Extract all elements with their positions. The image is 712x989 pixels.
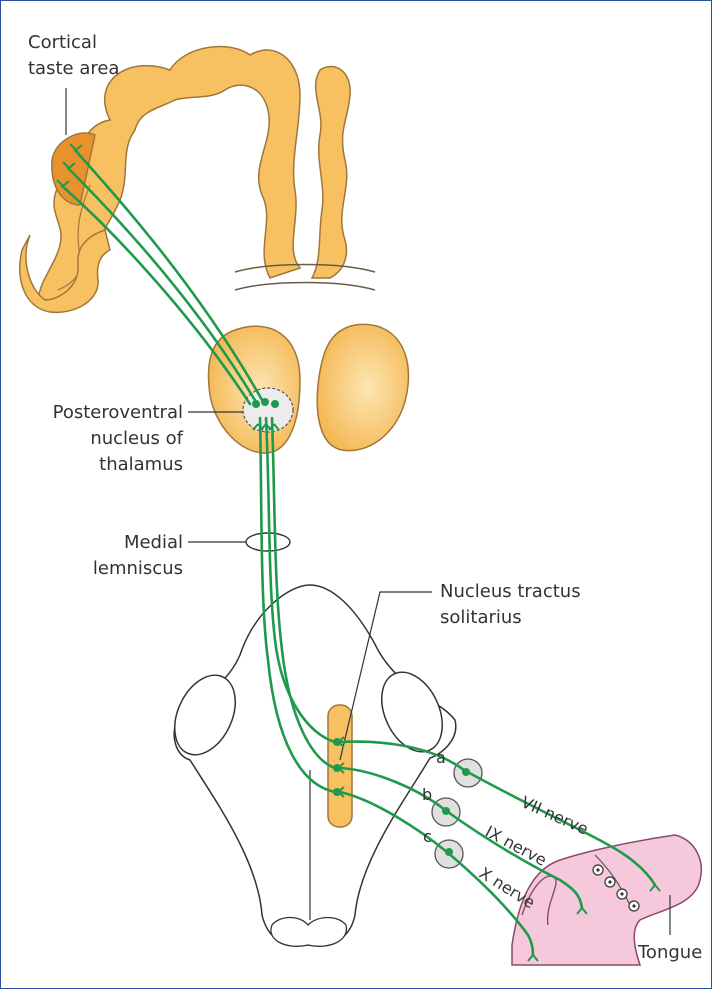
callosum-arc-1 <box>235 265 375 273</box>
thalamus-label-line3: thalamus <box>99 454 183 475</box>
thalamus-right <box>317 324 408 450</box>
nts-label-line1: Nucleus tractus <box>440 581 581 602</box>
lemniscus-label-line2: lemniscus <box>93 558 183 579</box>
ganglion-neuron-b <box>442 807 450 815</box>
nts-neuron <box>333 738 341 746</box>
cortical-label-line2: taste area <box>28 58 119 79</box>
ganglion-label-b: b <box>422 785 432 804</box>
medial-cortex <box>312 66 350 278</box>
tongue-label: Tongue <box>637 942 702 963</box>
medial-lemniscus-ring <box>246 533 290 551</box>
nts-neuron <box>333 788 341 796</box>
ganglion-neuron-a <box>462 768 470 776</box>
thalamus-label-line2: nucleus of <box>90 428 183 449</box>
thalamus-left <box>208 326 300 453</box>
ganglion-label-c: c <box>423 827 432 846</box>
callosum-arc-2 <box>235 283 375 291</box>
thalamic-neuron <box>271 400 279 408</box>
ix-nerve-label: IX nerve <box>482 822 550 870</box>
nts-label-line2: solitarius <box>440 607 522 628</box>
thalamic-neuron <box>261 398 269 406</box>
vii-nerve-label: VII nerve <box>518 792 591 838</box>
thalamus-label-line1: Posteroventral <box>53 402 183 423</box>
lemniscus-label-line1: Medial <box>124 532 183 553</box>
cortical-label-line1: Cortical <box>28 32 97 53</box>
ganglion-neuron-c <box>445 848 453 856</box>
ganglion-label-a: a <box>436 748 446 767</box>
thalamic-neuron <box>252 400 260 408</box>
brainstem-outline <box>174 585 456 946</box>
nts-neuron <box>333 764 341 772</box>
